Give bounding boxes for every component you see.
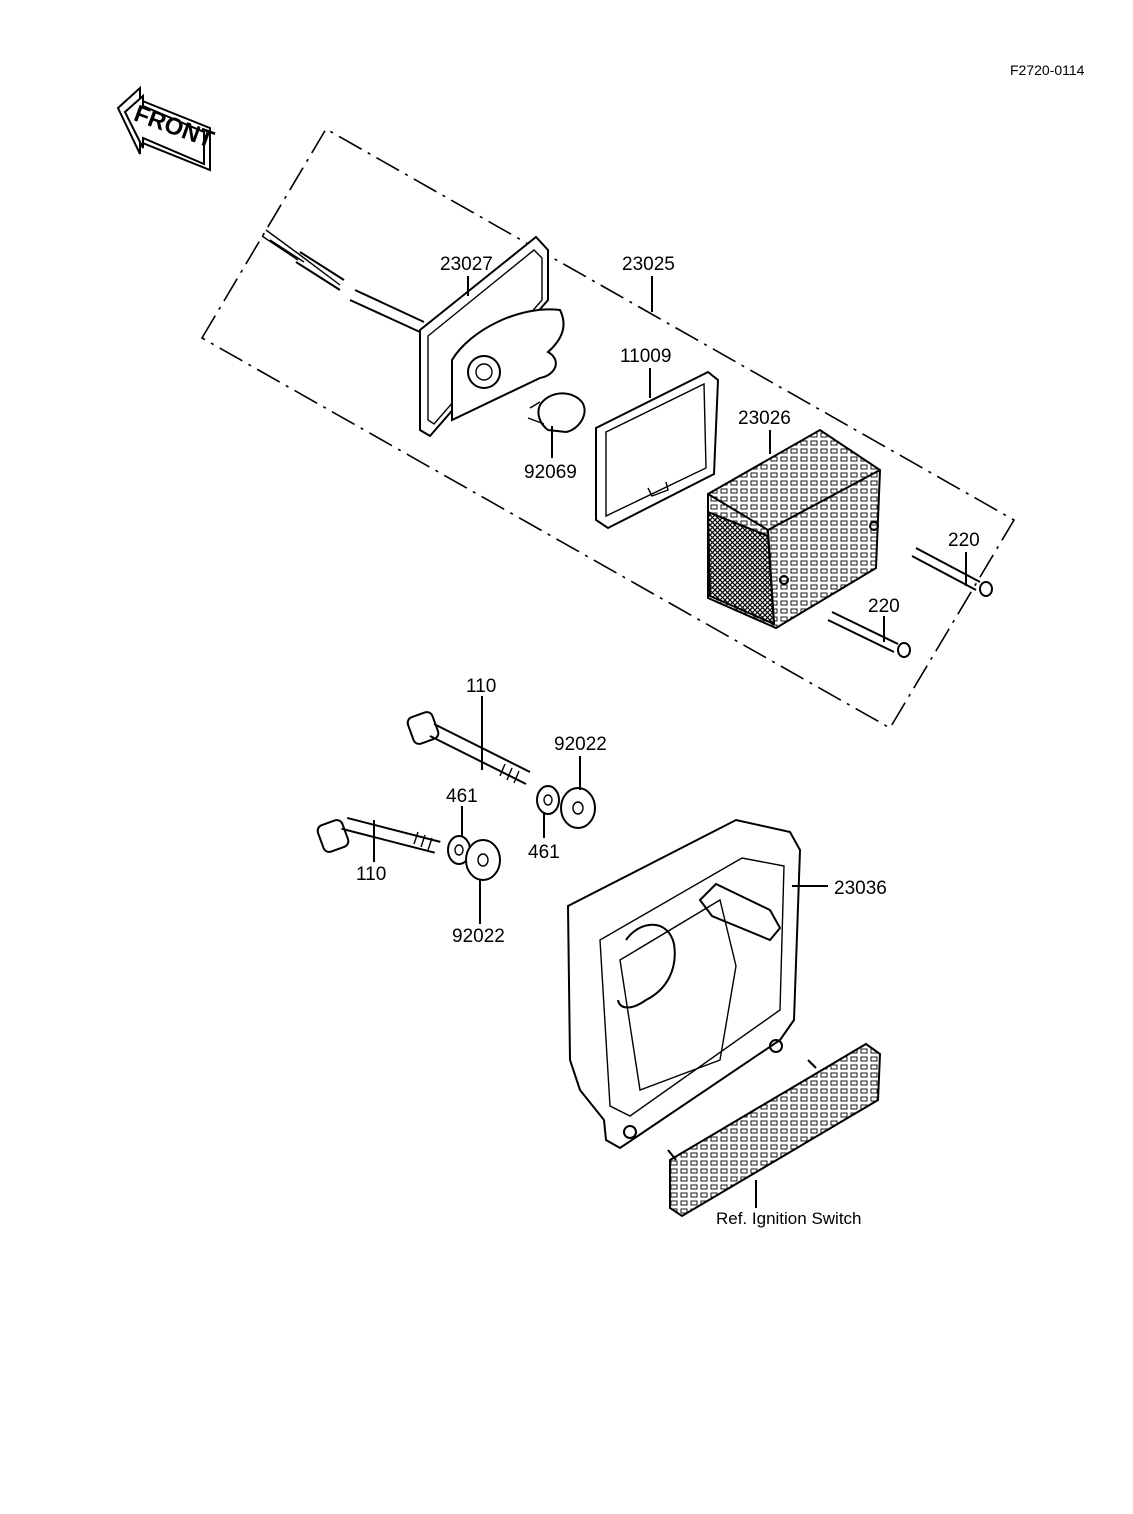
part-label-461-lower: 461 (528, 842, 560, 863)
housing-23027 (419, 235, 565, 438)
washer-92022-lower-icon (465, 839, 501, 881)
part-label-110-upper: 110 (466, 676, 496, 697)
leader-lines (373, 276, 967, 1208)
reflector-icon (667, 1042, 882, 1218)
part-label-110-lower: 110 (356, 864, 386, 885)
bulb-92069-icon (527, 392, 586, 434)
bracket-23036 (566, 818, 802, 1150)
screw-220-upper-icon (911, 547, 993, 597)
reference-note: Ref. Ignition Switch (716, 1209, 862, 1228)
drawing-code: F2720-0114 (1010, 62, 1085, 78)
assembly-outline (200, 127, 1016, 730)
part-label-23027: 23027 (440, 254, 493, 275)
part-label-23025: 23025 (622, 254, 675, 275)
part-label-92022-lower: 92022 (452, 926, 505, 947)
gasket-11009 (595, 370, 720, 530)
part-label-220-upper: 220 (948, 530, 980, 551)
part-label-23026: 23026 (738, 408, 791, 429)
screw-220-lower-icon (827, 611, 911, 658)
part-label-461-upper: 461 (446, 786, 478, 807)
part-label-220-lower: 220 (868, 596, 900, 617)
front-arrow-icon: FRONT (116, 85, 218, 172)
washer-92022-upper-icon (560, 787, 596, 829)
lockwasher-461-upper-icon (536, 785, 560, 815)
lockwasher-461-lower-icon (447, 835, 471, 865)
part-label-23036: 23036 (834, 878, 887, 899)
part-label-11009: 11009 (620, 346, 671, 367)
bolt-110-upper-icon (406, 711, 531, 785)
wire-harness (261, 229, 425, 333)
bolt-110-lower-icon (316, 816, 441, 854)
part-label-92022-upper: 92022 (554, 734, 607, 755)
lens-23026 (706, 428, 882, 630)
part-label-92069: 92069 (524, 462, 577, 483)
